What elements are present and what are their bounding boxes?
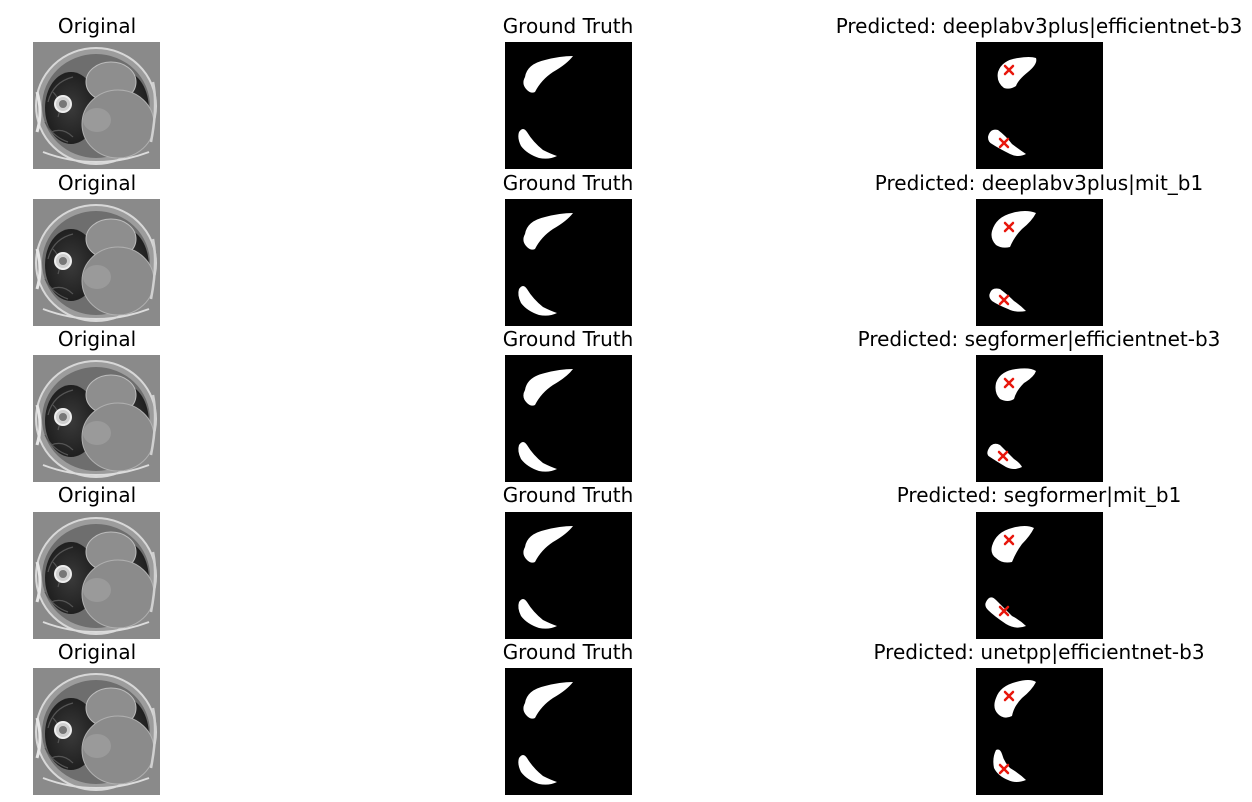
original-title: Original	[57, 327, 137, 351]
original-ct-image	[33, 512, 160, 639]
predicted-title: Predicted: unetpp|efficientnet-b3	[873, 640, 1205, 664]
predicted-mask	[976, 199, 1103, 326]
predicted-title: Predicted: deeplabv3plus|efficientnet-b3	[835, 14, 1243, 38]
predicted-mask	[976, 355, 1103, 482]
ground-truth-title: Ground Truth	[502, 14, 634, 38]
ground-truth-mask	[505, 512, 632, 639]
original-title: Original	[57, 171, 137, 195]
ground-truth-mask	[505, 355, 632, 482]
original-ct-image	[33, 199, 160, 326]
ground-truth-mask	[505, 199, 632, 326]
original-ct-image	[33, 668, 160, 795]
original-ct-image	[33, 355, 160, 482]
ground-truth-title: Ground Truth	[502, 483, 634, 507]
original-title: Original	[57, 14, 137, 38]
ground-truth-title: Ground Truth	[502, 171, 634, 195]
predicted-title: Predicted: segformer|mit_b1	[896, 483, 1182, 507]
ground-truth-title: Ground Truth	[502, 327, 634, 351]
ground-truth-mask	[505, 668, 632, 795]
predicted-mask	[976, 668, 1103, 795]
predicted-title: Predicted: segformer|efficientnet-b3	[857, 327, 1221, 351]
original-title: Original	[57, 640, 137, 664]
predicted-mask	[976, 512, 1103, 639]
predicted-mask	[976, 42, 1103, 169]
original-title: Original	[57, 483, 137, 507]
predicted-title: Predicted: deeplabv3plus|mit_b1	[874, 171, 1204, 195]
ground-truth-title: Ground Truth	[502, 640, 634, 664]
original-ct-image	[33, 42, 160, 169]
ground-truth-mask	[505, 42, 632, 169]
